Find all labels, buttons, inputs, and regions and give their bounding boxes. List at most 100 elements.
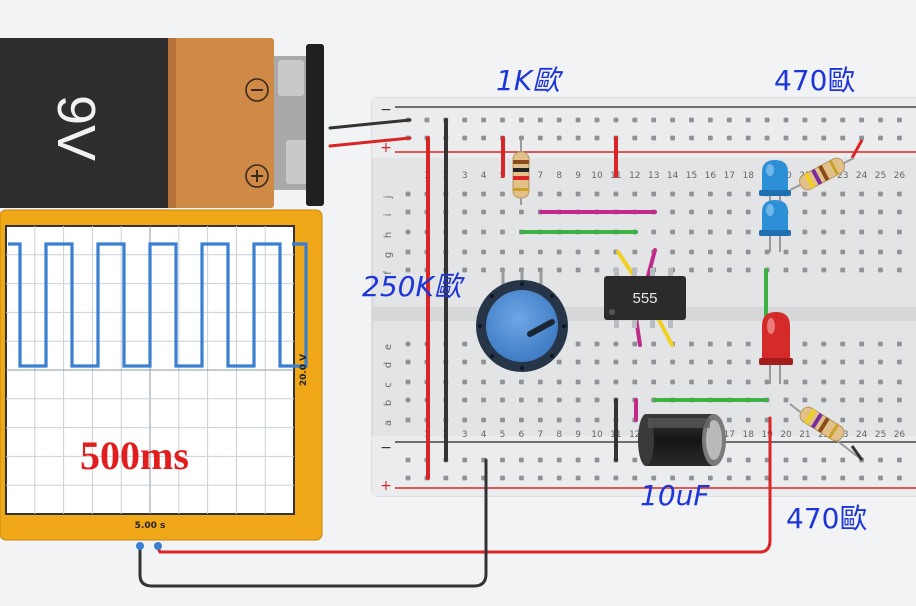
terminal-hole[interactable] xyxy=(556,359,562,365)
terminal-hole[interactable] xyxy=(462,341,468,347)
rail-hole[interactable] xyxy=(726,135,732,141)
rail-hole[interactable] xyxy=(651,475,657,481)
terminal-hole[interactable] xyxy=(821,191,827,197)
terminal-hole[interactable] xyxy=(651,191,657,197)
rail-hole[interactable] xyxy=(500,475,505,481)
terminal-hole[interactable] xyxy=(859,191,864,197)
terminal-hole[interactable] xyxy=(594,359,600,365)
scope-probe-black[interactable] xyxy=(136,542,144,550)
rail-hole[interactable] xyxy=(708,135,713,141)
rail-hole[interactable] xyxy=(500,457,505,463)
rail-hole[interactable] xyxy=(783,117,789,123)
terminal-hole[interactable] xyxy=(500,229,505,235)
terminal-hole[interactable] xyxy=(802,229,808,235)
terminal-hole[interactable] xyxy=(537,379,543,385)
terminal-hole[interactable] xyxy=(859,267,864,273)
rail-hole[interactable] xyxy=(859,117,864,123)
rail-hole[interactable] xyxy=(462,475,468,481)
terminal-hole[interactable] xyxy=(405,249,411,255)
terminal-hole[interactable] xyxy=(613,191,619,197)
rail-hole[interactable] xyxy=(726,475,732,481)
terminal-hole[interactable] xyxy=(556,267,562,273)
rail-hole[interactable] xyxy=(878,117,883,123)
terminal-hole[interactable] xyxy=(519,209,524,215)
terminal-hole[interactable] xyxy=(632,249,638,255)
rail-hole[interactable] xyxy=(802,457,808,463)
rail-hole[interactable] xyxy=(575,475,581,481)
terminal-hole[interactable] xyxy=(689,249,694,255)
rail-hole[interactable] xyxy=(878,135,883,141)
terminal-hole[interactable] xyxy=(821,341,827,347)
rail-hole[interactable] xyxy=(519,117,524,123)
rail-hole[interactable] xyxy=(405,457,411,463)
rail-hole[interactable] xyxy=(424,117,430,123)
terminal-hole[interactable] xyxy=(802,397,808,403)
terminal-hole[interactable] xyxy=(897,249,902,255)
rail-hole[interactable] xyxy=(670,135,675,141)
terminal-hole[interactable] xyxy=(745,267,751,273)
rail-hole[interactable] xyxy=(594,475,600,481)
rail-hole[interactable] xyxy=(840,135,846,141)
rail-hole[interactable] xyxy=(594,135,600,141)
terminal-hole[interactable] xyxy=(651,359,657,365)
terminal-hole[interactable] xyxy=(670,249,675,255)
led-blue-bottom[interactable] xyxy=(759,200,791,252)
resistor-470-bottom[interactable] xyxy=(789,403,864,461)
terminal-hole[interactable] xyxy=(726,341,732,347)
terminal-hole[interactable] xyxy=(897,397,902,403)
rail-hole[interactable] xyxy=(462,135,468,141)
terminal-hole[interactable] xyxy=(840,359,846,365)
terminal-hole[interactable] xyxy=(689,191,694,197)
terminal-hole[interactable] xyxy=(840,341,846,347)
terminal-hole[interactable] xyxy=(594,397,600,403)
terminal-hole[interactable] xyxy=(802,191,808,197)
terminal-hole[interactable] xyxy=(519,417,524,423)
rail-hole[interactable] xyxy=(519,475,524,481)
rail-hole[interactable] xyxy=(764,117,770,123)
rail-hole[interactable] xyxy=(689,135,694,141)
terminal-hole[interactable] xyxy=(708,209,713,215)
terminal-hole[interactable] xyxy=(500,209,505,215)
terminal-hole[interactable] xyxy=(878,341,883,347)
terminal-hole[interactable] xyxy=(519,379,524,385)
terminal-hole[interactable] xyxy=(462,229,468,235)
terminal-hole[interactable] xyxy=(405,417,411,423)
terminal-hole[interactable] xyxy=(556,379,562,385)
terminal-hole[interactable] xyxy=(462,379,468,385)
terminal-hole[interactable] xyxy=(500,379,505,385)
terminal-hole[interactable] xyxy=(575,341,581,347)
terminal-hole[interactable] xyxy=(897,209,902,215)
rail-hole[interactable] xyxy=(897,457,902,463)
terminal-hole[interactable] xyxy=(462,397,468,403)
terminal-hole[interactable] xyxy=(859,229,864,235)
terminal-hole[interactable] xyxy=(745,341,751,347)
terminal-hole[interactable] xyxy=(481,229,486,235)
rail-hole[interactable] xyxy=(481,135,486,141)
terminal-hole[interactable] xyxy=(481,209,486,215)
terminal-hole[interactable] xyxy=(670,379,675,385)
terminal-hole[interactable] xyxy=(481,249,486,255)
terminal-hole[interactable] xyxy=(726,191,732,197)
terminal-hole[interactable] xyxy=(726,267,732,273)
terminal-hole[interactable] xyxy=(556,417,562,423)
terminal-hole[interactable] xyxy=(556,191,562,197)
terminal-hole[interactable] xyxy=(670,229,675,235)
rail-hole[interactable] xyxy=(556,475,562,481)
terminal-hole[interactable] xyxy=(481,397,486,403)
rail-hole[interactable] xyxy=(745,135,751,141)
terminal-hole[interactable] xyxy=(405,341,411,347)
terminal-hole[interactable] xyxy=(500,417,505,423)
terminal-hole[interactable] xyxy=(878,359,883,365)
terminal-hole[interactable] xyxy=(481,267,486,273)
terminal-hole[interactable] xyxy=(802,359,808,365)
terminal-hole[interactable] xyxy=(878,379,883,385)
rail-hole[interactable] xyxy=(537,117,543,123)
terminal-hole[interactable] xyxy=(405,229,411,235)
scope-probe-red[interactable] xyxy=(154,542,162,550)
resistor-1k[interactable] xyxy=(512,140,530,205)
terminal-hole[interactable] xyxy=(821,249,827,255)
rail-hole[interactable] xyxy=(689,475,694,481)
terminal-hole[interactable] xyxy=(764,379,770,385)
rail-hole[interactable] xyxy=(575,457,581,463)
terminal-hole[interactable] xyxy=(726,229,732,235)
